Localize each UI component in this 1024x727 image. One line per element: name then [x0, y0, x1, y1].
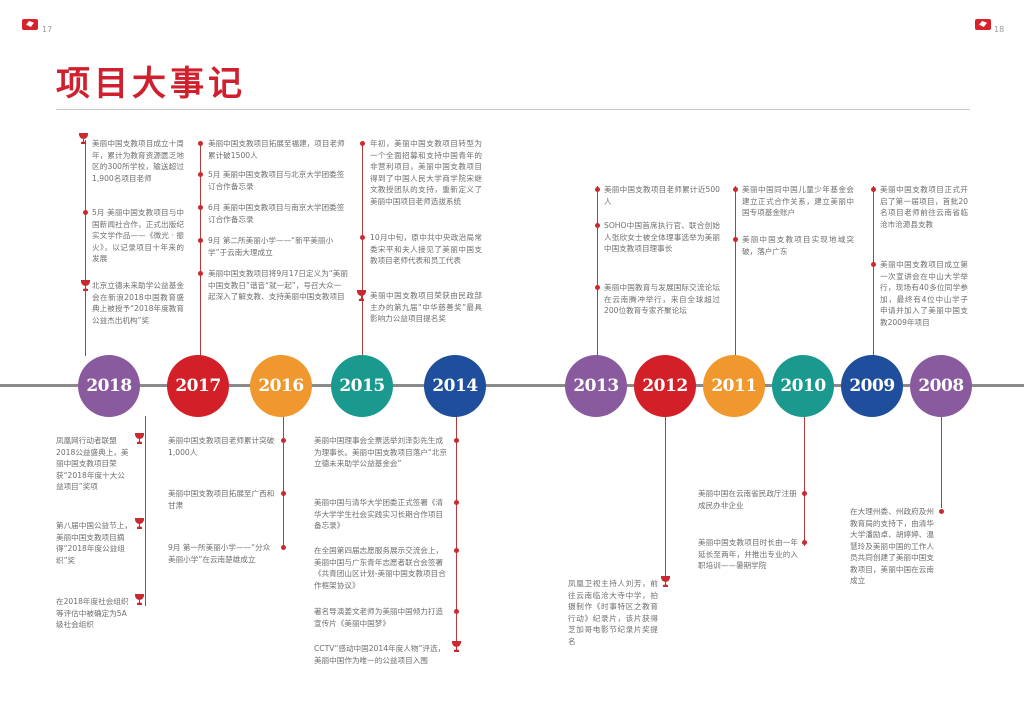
bullet-dot-icon: [733, 237, 738, 242]
bullet-dot-icon: [198, 205, 203, 210]
event-2010-bottom-2: 美丽中国支教项目时长由一年延长至两年，并推出专业的入职培训——暑期学院: [698, 538, 798, 570]
trophy-icon: [78, 133, 89, 144]
event-2011-top-2: 美丽中国支教项目实现地域突破，落户广东: [742, 235, 854, 256]
event-2008-bottom-1: 在大理州委、州政府及州教育局的支持下，由清华大学潘励卓、胡婷婷、温慧玲及美丽中国…: [850, 507, 934, 585]
year-circle-2008: 2008: [910, 355, 972, 417]
event-2015-top-1: 年初，美丽中国支教项目转型为一个全面招募和支持中国青年的非营利项目，美丽中国支教…: [370, 139, 482, 206]
bullet-dot-icon: [802, 540, 807, 545]
event-2018-bottom-2: 第八届中国公益节上，美丽中国支教项目摘得“2018年度公益组织”奖: [56, 521, 132, 565]
page-number-left: 17: [42, 25, 53, 34]
bullet-dot-icon: [198, 271, 203, 276]
event-2017-top-2: 5月 美丽中国支教项目与北京大学团委签订合作备忘录: [208, 170, 345, 191]
bullet-dot-icon: [871, 187, 876, 192]
bullet-dot-icon: [454, 548, 459, 553]
bullet-dot-icon: [454, 500, 459, 505]
connector-2018-bottom: [145, 416, 146, 606]
event-2018-top-2: 5月 美丽中国支教项目与中国新闻社合作，正式出版纪实文学作品——《微光 · 振火…: [92, 208, 184, 263]
year-circle-2016: 2016: [250, 355, 312, 417]
bullet-dot-icon: [454, 609, 459, 614]
connector-2009-top: [873, 186, 874, 356]
connector-2013-top: [597, 186, 598, 356]
year-circle-2018: 2018: [78, 355, 140, 417]
logo-icon-right: [975, 19, 991, 30]
bullet-dot-icon: [198, 141, 203, 146]
event-2010-bottom-1: 美丽中国在云南省民政厅注册成民办非企业: [698, 489, 797, 510]
event-2018-top-3: 北京立德未来助学公益基金会在新浪2018中国教育盛典上被授予“2018年度教育公…: [92, 281, 184, 325]
bullet-dot-icon: [198, 172, 203, 177]
bullet-dot-icon: [454, 438, 459, 443]
year-circle-2012: 2012: [634, 355, 696, 417]
trophy-icon: [451, 641, 462, 652]
event-2012-bottom-1: 凤凰卫视主持人刘芳，前往云南临沧大寺中学，拍摄制作《时事特区之教育行动》纪录片，…: [568, 579, 658, 646]
connector-2016-bottom: [283, 416, 284, 548]
trophy-icon: [80, 280, 91, 291]
event-2017-top-1: 美丽中国支教项目拓展至福建，项目老师累计破1500人: [208, 139, 345, 160]
bullet-dot-icon: [939, 509, 944, 514]
bullet-dot-icon: [83, 210, 88, 215]
year-circle-2010: 2010: [772, 355, 834, 417]
trophy-icon: [660, 576, 671, 587]
trophy-icon: [356, 290, 367, 301]
trophy-icon: [134, 594, 145, 605]
bullet-dot-icon: [802, 491, 807, 496]
year-circle-2013: 2013: [565, 355, 627, 417]
year-circle-2011: 2011: [703, 355, 765, 417]
event-2018-bottom-1: 凤凰网行动者联盟2018公益盛典上，美丽中国支教项目荣获“2018年度十大公益项…: [56, 436, 129, 491]
event-2018-bottom-3: 在2018年度社会组织等评估中被确定为5A级社会组织: [56, 597, 129, 629]
bullet-dot-icon: [198, 238, 203, 243]
event-2015-top-3: 美丽中国支教项目荣获由民政部主办的第九届“中华慈善奖”最具影响力公益项目提名奖: [370, 291, 482, 323]
event-2009-top-1: 美丽中国支教项目正式开启了第一届项目，首批20名项目老师前往云南省临沧市沧源县支…: [880, 185, 968, 229]
bullet-dot-icon: [281, 438, 286, 443]
bullet-dot-icon: [595, 285, 600, 290]
connector-2014-bottom: [456, 416, 457, 648]
bullet-dot-icon: [595, 223, 600, 228]
title-divider: [56, 109, 970, 110]
event-2014-bottom-2: 美丽中国与清华大学团委正式签署《清华大学学生社会实践实习长期合作项目备忘录》: [314, 498, 444, 530]
event-2017-top-4: 9月 第二所美丽小学——“新平美丽小学”于云南大理成立: [208, 236, 334, 257]
event-2014-bottom-1: 美丽中国理事会全票选举刘泽彭先生成为理事长。美丽中国支教项目落户“北京立德未来助…: [314, 436, 448, 468]
event-2015-top-2: 10月中旬，原中共中央政治局常委宋平和夫人接见了美丽中国支教项目老师代表和员工代…: [370, 233, 482, 265]
event-2013-top-3: 美丽中国教育与发展国际交流论坛在云南腾冲举行，来自全球超过200位教育专家齐聚论…: [604, 283, 720, 315]
connector-2008-bottom: [941, 416, 942, 508]
bullet-dot-icon: [595, 187, 600, 192]
event-2014-bottom-5: CCTV“感动中国2014年度人物”评选，美丽中国作为唯一的公益项目入围: [314, 644, 446, 665]
event-2016-bottom-1: 美丽中国支教项目老师累计突破1,000人: [168, 436, 275, 457]
year-circle-2014: 2014: [424, 355, 486, 417]
year-circle-2017: 2017: [167, 355, 229, 417]
page-title: 项目大事记: [56, 64, 246, 104]
page-number-right: 18: [994, 25, 1005, 34]
event-2013-top-2: SOHO中国首席执行官、联合创始人张欣女士被全体理事选举为美丽中国支教项目理事长: [604, 221, 720, 253]
connector-2017-top: [200, 142, 201, 356]
event-2016-bottom-2: 美丽中国支教项目拓展至广西和甘肃: [168, 489, 275, 510]
event-2009-top-2: 美丽中国支教项目成立第一次宣讲会在中山大学举行，现场有40多位同学参加，最终有4…: [880, 260, 968, 327]
bullet-dot-icon: [871, 262, 876, 267]
connector-2011-top: [735, 186, 736, 356]
bullet-dot-icon: [360, 141, 365, 146]
event-2016-bottom-3: 9月 第一所美丽小学——“分众美丽小学”在云南楚雄成立: [168, 543, 271, 564]
event-2018-top-1: 美丽中国支教项目成立十周年，累计为教育资源匮乏地区的300所学校，输送超过1,9…: [92, 139, 184, 183]
connector-2018-top: [85, 140, 86, 356]
event-2013-top-1: 美丽中国支教项目老师累计近500人: [604, 185, 720, 206]
event-2014-bottom-3: 在全国第四届志愿服务展示交流会上，美丽中国与广东青年志愿者联合会签署《共青团山区…: [314, 546, 446, 590]
bullet-dot-icon: [733, 187, 738, 192]
connector-2015-top: [362, 142, 363, 356]
connector-2012-bottom: [665, 416, 666, 584]
bullet-dot-icon: [281, 491, 286, 496]
bullet-dot-icon: [281, 545, 286, 550]
year-circle-2009: 2009: [841, 355, 903, 417]
event-2014-bottom-4: 著名导演姜文老师为美丽中国倾力打造宣传片《美丽中国梦》: [314, 607, 444, 628]
bullet-dot-icon: [360, 235, 365, 240]
event-2017-top-3: 6月 美丽中国支教项目与南京大学团委签订合作备忘录: [208, 203, 345, 224]
timeline-axis: [0, 384, 1024, 387]
connector-2010-bottom: [804, 416, 805, 546]
logo-icon-left: [22, 19, 38, 30]
event-2011-top-1: 美丽中国同中国儿童少年基金会建立正式合作关系，建立美丽中国专项基金账户: [742, 185, 854, 217]
event-2017-top-5: 美丽中国支教项目将9月17日定义为“美丽中国支教日”谐音“就一起”，号召大众一起…: [208, 269, 348, 301]
year-circle-2015: 2015: [331, 355, 393, 417]
trophy-icon: [134, 433, 145, 444]
trophy-icon: [134, 518, 145, 529]
